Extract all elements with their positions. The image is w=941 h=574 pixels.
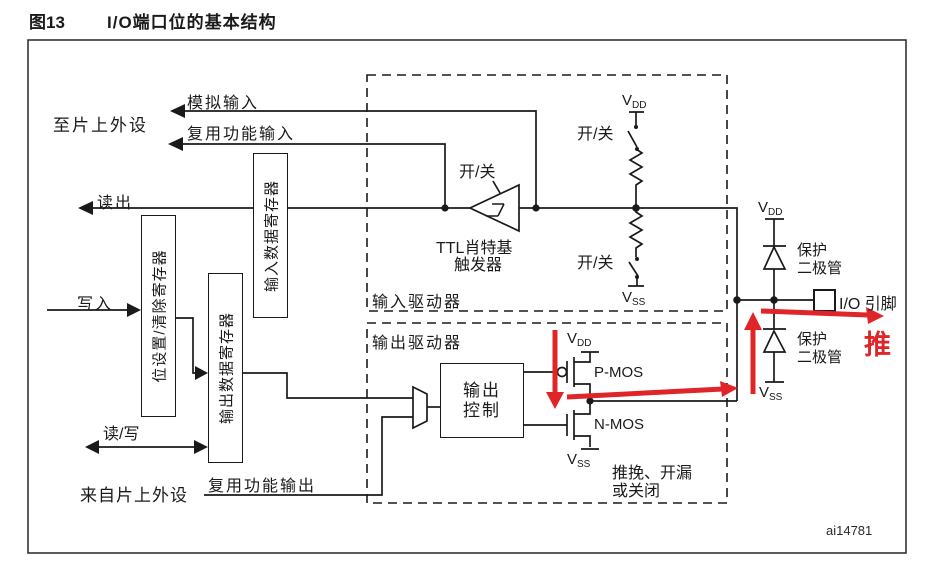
- vss-v: V: [759, 384, 770, 401]
- schmitt-trigger-icon: [467, 183, 520, 233]
- wire-main-io: [519, 207, 738, 401]
- vss-v: V: [622, 289, 633, 306]
- pulldown-switch-icon: [628, 261, 639, 277]
- vss-terminal: [628, 278, 644, 287]
- vss-v: V: [567, 451, 578, 468]
- red-arrow-right-1: [566, 386, 724, 400]
- red-arrow-right-2: [760, 308, 869, 318]
- from-onchip-peripheral-label: 来自片上外设: [80, 486, 188, 505]
- bit-set-reset-register-box: 位设置/清除寄存器: [141, 215, 176, 417]
- output-data-register-box: 输出数据寄存器: [208, 273, 243, 463]
- af-input-label: 复用功能输入: [187, 126, 296, 143]
- figure-number: 图13: [29, 13, 65, 32]
- pulldown-vss-label: VSS: [622, 289, 645, 308]
- rw-left-arrowhead: [85, 440, 99, 454]
- af-output-label: 复用功能输出: [208, 478, 317, 495]
- analog-input-label: 模拟输入: [187, 95, 260, 112]
- write-arrowhead: [127, 303, 141, 317]
- vdd-sub: DD: [768, 207, 783, 218]
- rw-right-arrowhead: [194, 440, 208, 454]
- output-control-box: 输出 控制: [440, 363, 524, 438]
- io-pad-icon: [813, 289, 836, 312]
- wire-odr-to-mux: [242, 372, 413, 399]
- pullup-onoff-label: 开/关: [577, 126, 614, 143]
- bsr-odr-arrowhead: [195, 366, 208, 380]
- wire-bsr-to-odr: [175, 317, 196, 374]
- pullup-vdd-label: VDD: [622, 92, 646, 111]
- pmos-transistor-icon: [556, 351, 599, 401]
- vdd-v: V: [567, 330, 578, 347]
- output-driver-box: [366, 322, 728, 504]
- protection-diode-bottom-icon: [762, 329, 787, 353]
- nmos-label: N-MOS: [594, 416, 644, 433]
- output-data-register-label: 输出数据寄存器: [218, 311, 235, 425]
- pullup-switch-icon: [627, 130, 638, 148]
- pullup-resistor-icon: [628, 148, 644, 208]
- wire-af-input: [170, 143, 446, 208]
- write-label: 写入: [77, 296, 114, 313]
- output-control-line1: 输出: [463, 380, 501, 400]
- pmos-vdd-label: VDD: [567, 330, 591, 349]
- protection-diode-top-line2: 二极管: [797, 260, 843, 277]
- wire-af-output: [204, 416, 413, 496]
- arrowheads-black: [78, 104, 208, 454]
- analog-input-arrowhead: [170, 104, 185, 118]
- output-driver-label: 输出驱动器: [372, 335, 463, 352]
- nmos-transistor-icon: [566, 401, 599, 450]
- schmitt-name-line2: 触发器: [454, 257, 503, 274]
- read-arrowhead: [78, 201, 93, 215]
- output-control-line2: 控制: [463, 400, 501, 420]
- nmos-vss-label: VSS: [567, 451, 590, 470]
- red-arrowheads: [546, 307, 884, 409]
- read-label: 读出: [97, 195, 134, 212]
- protection-diode-rail: [762, 218, 787, 383]
- wire-analog-input: [172, 110, 537, 208]
- input-data-register-box: 输入数据寄存器: [253, 153, 288, 318]
- vss-sub: SS: [769, 392, 783, 403]
- vss-diode-bottom: [765, 352, 784, 383]
- io-pin-label: I/O 引脚: [839, 296, 897, 313]
- vdd-sub: DD: [577, 338, 592, 349]
- vdd-v: V: [758, 199, 769, 216]
- af-input-arrowhead: [168, 137, 183, 151]
- input-data-register-label: 输入数据寄存器: [263, 179, 280, 292]
- vdd-sub: DD: [632, 100, 647, 111]
- figure-frame: [27, 39, 907, 554]
- protection-diode-top-icon: [762, 245, 787, 270]
- push-annotation: 推: [864, 330, 891, 360]
- vss-sub: SS: [577, 459, 591, 470]
- schmitt-switch-tick: [492, 180, 501, 194]
- pulldown-onoff-label: 开/关: [577, 255, 614, 272]
- protection-vdd-label: VDD: [758, 199, 782, 218]
- protection-diode-bottom-line2: 二极管: [797, 349, 843, 366]
- input-driver-box: [366, 74, 728, 312]
- figure-code: ai14781: [826, 523, 873, 538]
- wires-black: [47, 110, 814, 496]
- to-onchip-peripheral-label: 至片上外设: [53, 116, 148, 135]
- vdd-terminal: [629, 111, 644, 125]
- schmitt-name-line1: TTL肖特基: [436, 240, 513, 257]
- drive-mode-line1: 推挽、开漏: [612, 465, 693, 482]
- protection-diode-bottom-line1: 保护: [797, 331, 828, 348]
- pmos-label: P-MOS: [594, 364, 644, 381]
- protection-diode-top-line1: 保护: [797, 242, 828, 259]
- read-write-label: 读/写: [103, 426, 140, 443]
- pulldown-resistor-icon: [628, 208, 644, 257]
- drive-mode-line2: 或关闭: [612, 483, 661, 500]
- vss-sub: SS: [632, 297, 646, 308]
- figure-title: I/O端口位的基本结构: [107, 13, 277, 32]
- pull-chain: [627, 111, 644, 287]
- schmitt-onoff-label: 开/关: [459, 164, 496, 181]
- protection-vss-label: VSS: [759, 384, 782, 403]
- mux-icon: [412, 385, 428, 430]
- bit-set-reset-register-label: 位设置/清除寄存器: [151, 249, 168, 383]
- input-driver-label: 输入驱动器: [372, 294, 463, 311]
- junction-dots: [441, 125, 778, 405]
- vdd-diode-top: [763, 218, 786, 247]
- red-annotations: [552, 308, 869, 400]
- vdd-v: V: [622, 92, 633, 109]
